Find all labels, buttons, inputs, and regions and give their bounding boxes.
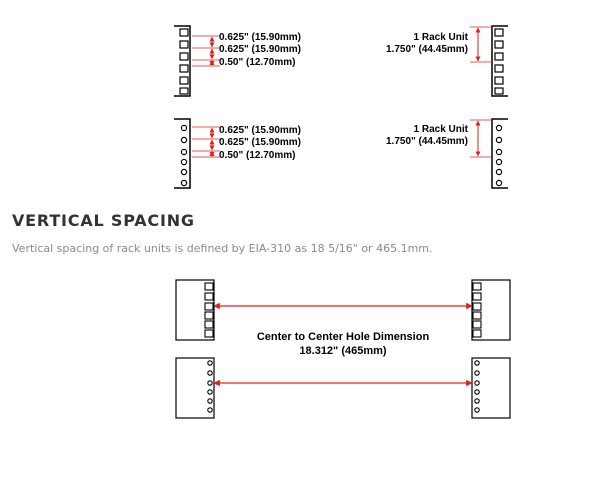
square-rail-left-bottom: [175, 279, 215, 341]
square-rack-unit-arrow: [470, 26, 492, 63]
round-rail-left-bottom: [175, 357, 215, 419]
square-spacing-label-2: 0.625" (15.90mm): [219, 44, 301, 55]
round-spacing-label-2: 0.625" (15.90mm): [219, 137, 301, 148]
square-rail-right-bottom: [471, 279, 511, 341]
square-hole-rail-right: [491, 25, 508, 97]
square-spacing-label-3: 0.50" (12.70mm): [219, 57, 295, 68]
round-hole-rail-right: [491, 118, 508, 189]
hole-spacing-diagram: 0.625" (15.90mm) 0.625" (15.90mm) 0.50" …: [174, 25, 508, 189]
round-hole-rail-left: [174, 118, 191, 189]
round-rack-unit-title: 1 Rack Unit: [414, 124, 469, 135]
round-rack-unit-value: 1.750" (44.45mm): [386, 136, 468, 147]
round-rail-right-bottom: [471, 357, 511, 419]
section-heading: VERTICAL SPACING: [12, 211, 195, 230]
round-rack-unit-arrow: [470, 119, 492, 158]
square-spacing-label-1: 0.625" (15.90mm): [219, 32, 301, 43]
round-spacing-label-3: 0.50" (12.70mm): [219, 150, 295, 161]
round-hole-spacing-arrows: [192, 126, 220, 158]
round-spacing-label-1: 0.625" (15.90mm): [219, 125, 301, 136]
square-rack-unit-title: 1 Rack Unit: [414, 32, 469, 43]
square-rack-unit-value: 1.750" (44.45mm): [386, 44, 468, 55]
section-body: Vertical spacing of rack units is define…: [12, 242, 433, 255]
center-dimension-label-line2: 18.312" (465mm): [299, 345, 386, 357]
square-hole-spacing-arrows: [192, 35, 220, 67]
center-dimension-label-line1: Center to Center Hole Dimension: [257, 331, 430, 343]
square-hole-rail-left: [174, 25, 191, 97]
center-to-center-diagram: Center to Center Hole Dimension 18.312" …: [175, 279, 511, 419]
